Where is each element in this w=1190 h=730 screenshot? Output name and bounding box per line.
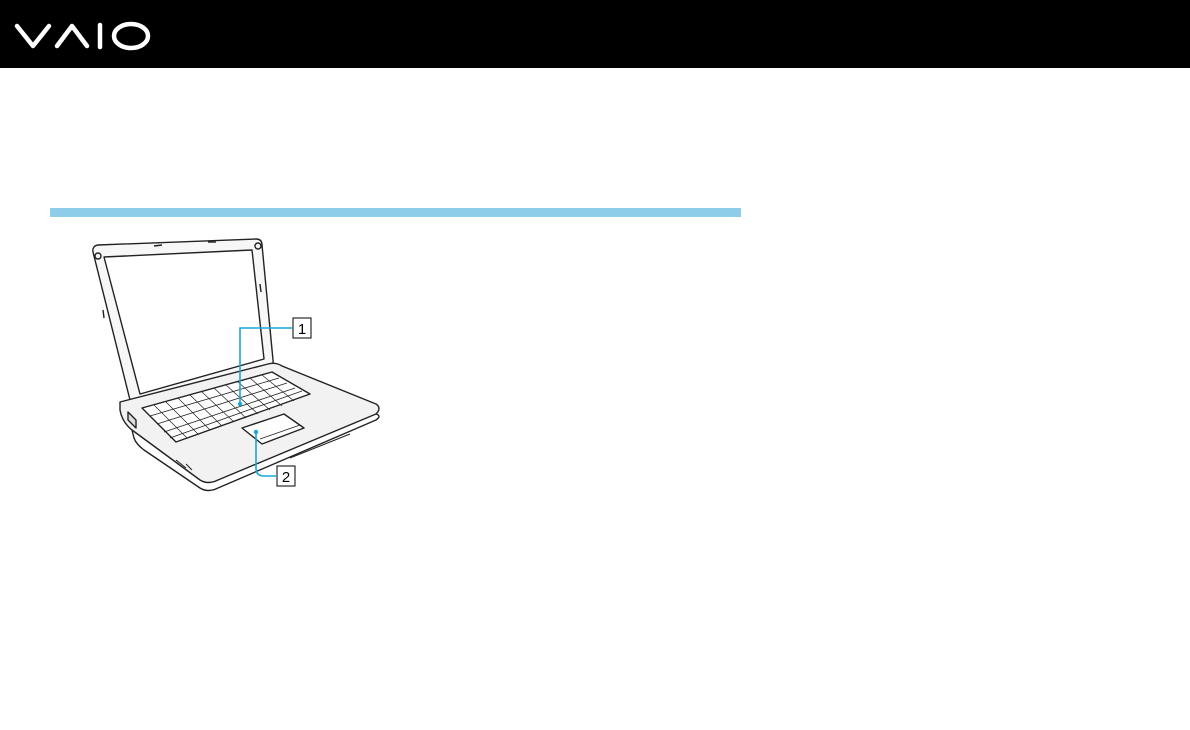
header-bar — [0, 0, 1190, 68]
section-divider — [50, 208, 741, 217]
callout-label-2: 2 — [282, 469, 290, 486]
callout-label-1: 1 — [298, 321, 306, 338]
vaio-logo — [14, 16, 154, 54]
laptop-illustration: 1 2 — [80, 232, 400, 494]
